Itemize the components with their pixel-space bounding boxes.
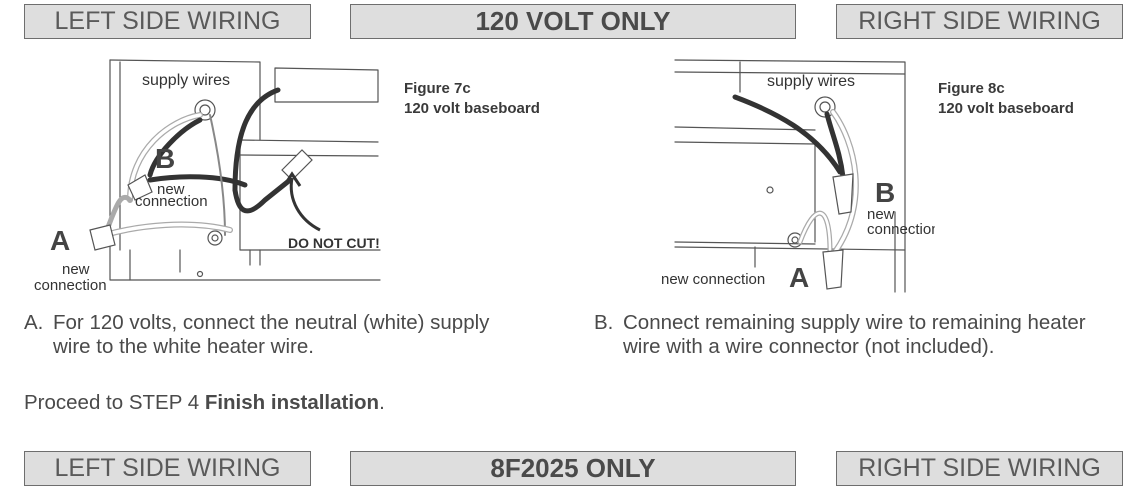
figure-8c-subtitle: 120 volt baseboard <box>938 100 1074 117</box>
label-new-a: new <box>62 261 90 278</box>
label-supply-wires: supply wires <box>142 72 230 89</box>
label-b-right: B <box>875 177 895 208</box>
label-connection-b: connection <box>135 193 208 210</box>
footer-model: 8F2025 ONLY <box>350 451 796 486</box>
figure-7c-title: Figure 7c <box>404 80 471 97</box>
header-right-side-wiring: RIGHT SIDE WIRING <box>836 4 1123 39</box>
figure-8c-caption: Figure 8c 120 volt baseboard <box>938 79 1074 119</box>
proceed-suffix: . <box>379 391 385 414</box>
proceed-bold: Finish installation <box>204 391 380 414</box>
instruction-b-text: Connect remaining supply wire to remaini… <box>623 311 1086 358</box>
header-left-side-wiring: LEFT SIDE WIRING <box>24 4 311 39</box>
label-new-b: new <box>157 181 185 198</box>
instruction-a: A. For 120 volts, connect the neutral (w… <box>24 311 524 359</box>
instruction-a-label: A. <box>24 311 44 334</box>
label-connection-b-right: connection <box>867 221 935 238</box>
label-connection-a: connection <box>34 277 107 294</box>
label-new-connection-a-right: new connection <box>661 271 765 288</box>
label-a: A <box>50 225 70 256</box>
figure-7c-subtitle: 120 volt baseboard <box>404 100 540 117</box>
figure-8c-title: Figure 8c <box>938 80 1005 97</box>
figure-7c-caption: Figure 7c 120 volt baseboard <box>404 79 540 119</box>
label-do-not-cut: DO NOT CUT! <box>288 235 380 251</box>
instruction-a-text: For 120 volts, connect the neutral (whit… <box>53 311 490 358</box>
proceed-instruction: Proceed to STEP 4 Finish installation. <box>24 391 385 415</box>
proceed-prefix: Proceed to STEP 4 <box>24 391 205 414</box>
label-a-right: A <box>789 262 809 293</box>
figure-7c-diagram: supply wires B new connection A new conn… <box>34 59 381 294</box>
instruction-b: B. Connect remaining supply wire to rema… <box>594 311 1114 359</box>
label-supply-wires-right: supply wires <box>767 73 855 90</box>
label-b: B <box>155 143 175 174</box>
footer-right-side-wiring: RIGHT SIDE WIRING <box>836 451 1123 486</box>
footer-left-side-wiring: LEFT SIDE WIRING <box>24 451 311 486</box>
label-new-b-right: new <box>867 206 895 223</box>
header-voltage: 120 VOLT ONLY <box>350 4 796 39</box>
figure-8c-diagram: supply wires B new connection new connec… <box>661 59 935 293</box>
instruction-b-label: B. <box>594 311 614 334</box>
